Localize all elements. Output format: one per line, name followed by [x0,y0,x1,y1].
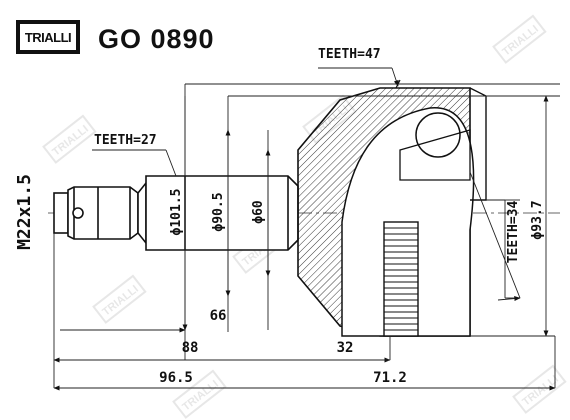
label-teeth-shaft: TEETH=27 [94,133,157,148]
label-teeth-outer: TEETH=47 [318,47,381,62]
label-thread: M22x1.5 [14,174,35,250]
label-teeth-inner: TEETH=34 [506,201,521,264]
brand-logo: TRIALLI [16,20,80,54]
bell-housing [297,79,487,337]
part-number: GO 0890 [98,24,215,54]
label-phi-101-5: ϕ101.5 [169,189,184,236]
dim-66: 66 [210,308,227,324]
label-phi-93-7: ϕ93.7 [530,200,545,239]
dim-96-5: 96.5 [159,370,193,386]
ball [415,112,461,158]
logo-text: TRIALLI [25,30,71,45]
abs-ring-teeth [384,227,418,331]
dimension-lines [53,67,560,391]
label-phi-90-5: ϕ90.5 [211,192,226,231]
dim-88: 88 [182,340,199,356]
dim-71-2: 71.2 [373,370,407,386]
label-phi-60: ϕ60 [251,200,266,224]
dim-32: 32 [337,340,354,356]
threaded-end [53,180,147,246]
